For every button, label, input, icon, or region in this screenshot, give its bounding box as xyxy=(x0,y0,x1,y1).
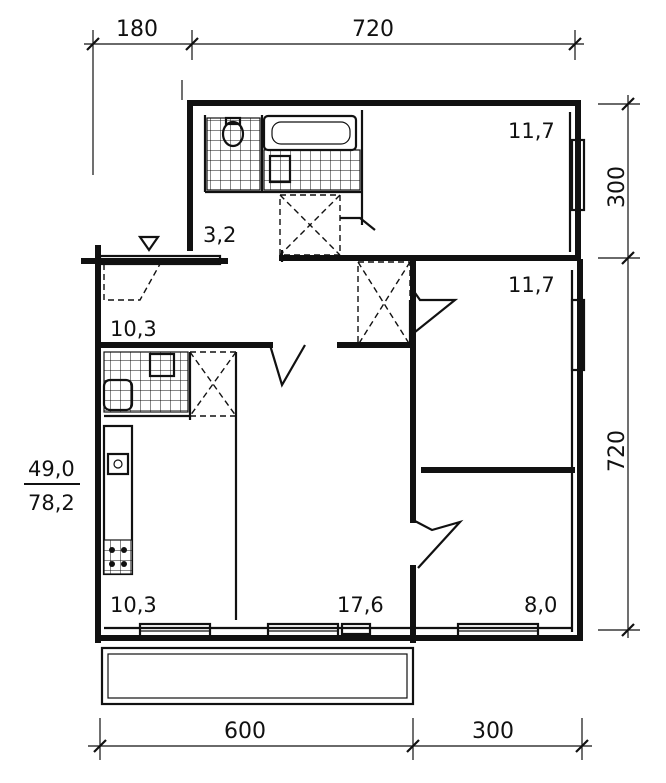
area-kitchen: 10,3 xyxy=(110,593,157,617)
dim-bottom-right: 300 xyxy=(472,719,514,744)
dimension-lines xyxy=(84,30,640,760)
area-hall-left: 10,3 xyxy=(110,317,157,341)
sanitary-fixtures xyxy=(102,114,372,636)
windows xyxy=(98,138,586,640)
area-room-top-right: 11,7 xyxy=(508,119,555,143)
dim-right-lower: 720 xyxy=(605,430,630,472)
total-area-fraction: 49,0 78,2 xyxy=(24,457,80,515)
dimension-labels: 180 720 600 300 300 720 xyxy=(116,17,630,744)
dim-top-left: 180 xyxy=(116,17,158,42)
area-labels: 11,7 3,2 11,7 10,3 10,3 17,6 8,0 xyxy=(110,119,557,617)
area-living-room: 17,6 xyxy=(337,593,384,617)
area-room-mid-right: 11,7 xyxy=(508,273,555,297)
area-hall-small: 3,2 xyxy=(203,223,236,247)
dim-right-upper: 300 xyxy=(605,166,630,208)
doors xyxy=(103,194,464,569)
fraction-denominator: 78,2 xyxy=(28,491,75,515)
dim-bottom-left: 600 xyxy=(224,719,266,744)
fraction-numerator: 49,0 xyxy=(28,457,75,481)
area-room-bottom-right: 8,0 xyxy=(524,593,557,617)
dim-top-right: 720 xyxy=(352,17,394,42)
